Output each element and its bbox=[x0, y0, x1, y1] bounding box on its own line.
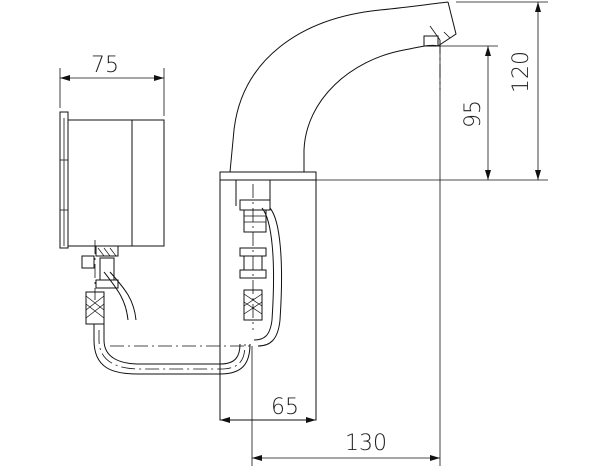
dimension-65: 65 bbox=[220, 395, 316, 423]
faucet-base bbox=[219, 171, 317, 421]
dimension-130-label: 130 bbox=[345, 431, 387, 456]
dimension-65-label: 65 bbox=[271, 395, 299, 420]
dimension-120-label: 120 bbox=[509, 51, 534, 93]
inlet-fittings bbox=[239, 184, 283, 347]
dimension-75-label: 75 bbox=[91, 53, 119, 78]
faucet-spout bbox=[229, 1, 457, 173]
dimension-120: 120 bbox=[456, 1, 548, 180]
dimension-95: 95 bbox=[432, 45, 498, 180]
control-box bbox=[59, 111, 165, 249]
flexible-hose bbox=[93, 271, 251, 375]
dimension-130: 130 bbox=[251, 346, 440, 466]
dimension-75: 75 bbox=[59, 53, 165, 116]
dimension-95-label: 95 bbox=[461, 100, 486, 128]
center-lines bbox=[110, 40, 441, 347]
control-box-fittings bbox=[81, 240, 119, 325]
